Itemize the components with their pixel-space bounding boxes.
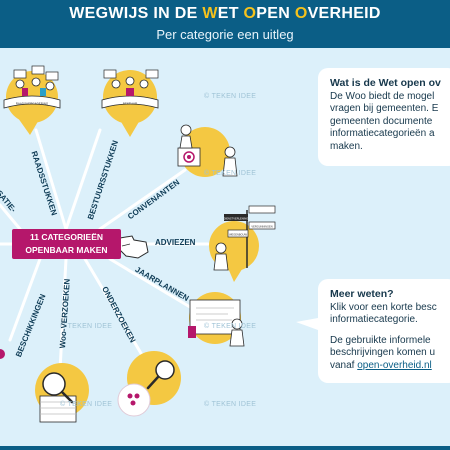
categories-hub-button[interactable]: 11 CATEGORIEËN OPENBAAR MAKEN (12, 229, 121, 259)
watermark: © TEKEN IDEE (60, 323, 113, 330)
pointing-hand-icon (119, 235, 149, 259)
header-banner: WEGWIJS IN DE WET OPEN OVERHEID Per cate… (0, 0, 450, 48)
council-board-label: RAADSVERGADERING (16, 102, 49, 106)
council-meeting-illustration[interactable]: RAADSVERGADERING (3, 65, 61, 135)
open-overheid-link[interactable]: open-overheid.nl (357, 359, 432, 371)
info-card: Wat is de Wet open ov De Woo biedt de mo… (318, 68, 450, 166)
connector-lines (0, 128, 210, 372)
info-card-title: Wat is de Wet open ov (330, 77, 441, 89)
advice-signpost-illustration[interactable]: DIENSTVERLENING VERGUNNINGEN WEGENBOUW (209, 205, 276, 282)
research-illustration[interactable] (117, 351, 181, 417)
board-meeting-illustration[interactable]: BESTUUR (101, 69, 159, 137)
more-info-title: Meer weten? (330, 288, 394, 300)
footer-bar (0, 446, 450, 450)
watermark: © TEKEN IDEE (204, 323, 257, 330)
category-adviezen[interactable]: ADVIEZEN (155, 238, 196, 247)
signpost-mid-label: VERGUNNINGEN (251, 225, 272, 229)
signpost-top-label: DIENSTVERLENING (224, 217, 249, 221)
page-title: WEGWIJS IN DE WET OPEN OVERHEID (69, 5, 381, 22)
watermark: © TEKEN IDEE (204, 401, 257, 408)
card-callout-tail (296, 318, 318, 330)
agreement-illustration[interactable] (177, 124, 238, 177)
annual-plans-illustration[interactable] (188, 292, 245, 347)
edge-illustration-fragment (0, 349, 5, 359)
more-info-card: Meer weten? Klik voor een korte besc inf… (318, 279, 450, 383)
woo-request-illustration[interactable] (35, 363, 89, 423)
board-label: BESTUUR (123, 102, 138, 106)
watermark: © TEKEN IDEE (60, 401, 113, 408)
watermark: © TEKEN IDEE (204, 170, 257, 177)
watermark: © TEKEN IDEE (204, 93, 257, 100)
page-subtitle: Per categorie een uitleg (156, 27, 294, 42)
signpost-bottom-label: WEGENBOUW (229, 233, 247, 237)
